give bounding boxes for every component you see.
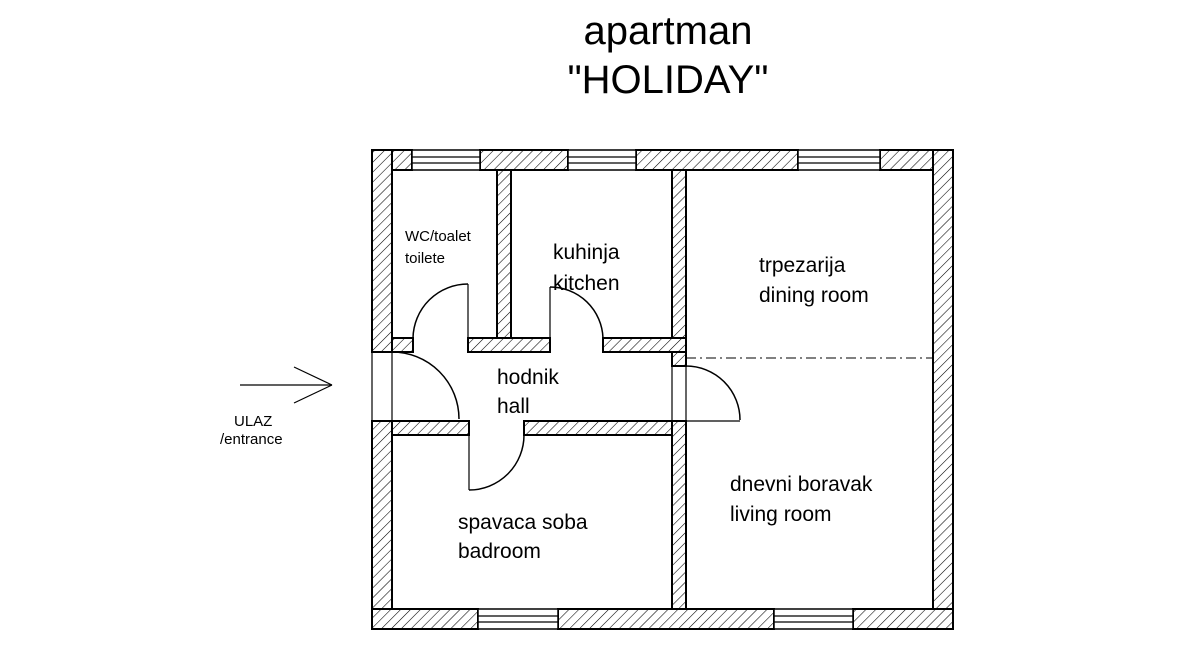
- entrance-opening: [371, 352, 393, 421]
- entrance-arrow-icon: [240, 366, 333, 404]
- outer-walls: [371, 149, 954, 630]
- dining-label-line1: trpezarija: [759, 254, 846, 277]
- wc-kitchen-wall: [496, 169, 512, 353]
- bottom-wall-segment: [371, 608, 479, 630]
- living-label-line2: living room: [730, 503, 832, 526]
- hall-top-wall: [467, 337, 551, 353]
- bedroom-living-wall: [671, 420, 687, 610]
- bottom-wall-segment: [852, 608, 954, 630]
- windows: [411, 149, 881, 630]
- living-label-line1: dnevni boravak: [730, 473, 873, 496]
- window-living: [773, 608, 854, 630]
- hall-bottom-wall: [391, 420, 470, 436]
- kitchen-label-line2: kitchen: [553, 272, 620, 295]
- bottom-wall-segment: [557, 608, 775, 630]
- window-dining: [797, 149, 881, 171]
- hall-label-line2: hall: [497, 395, 530, 418]
- wc-label-line2: toilete: [405, 250, 445, 267]
- right-wall: [932, 149, 954, 630]
- dining-label-line2: dining room: [759, 284, 869, 307]
- door-bedroom: [468, 434, 525, 491]
- door-kitchen: [549, 286, 604, 339]
- plan-title-line2: "HOLIDAY": [567, 58, 768, 102]
- top-wall-segment: [635, 149, 799, 171]
- hall-top-wall: [391, 337, 414, 353]
- hall-label-line1: hodnik: [497, 366, 559, 389]
- bedroom-label-line2: badroom: [458, 540, 541, 563]
- kitchen-dining-wall: [671, 169, 687, 367]
- kitchen-label-line1: kuhinja: [553, 241, 620, 264]
- left-wall-upper: [371, 149, 393, 353]
- window-kitchen: [567, 149, 637, 171]
- hall-top-wall: [602, 337, 687, 353]
- window-wc: [411, 149, 481, 171]
- entrance-label-line2: /entrance: [220, 431, 283, 448]
- window-bedroom: [477, 608, 559, 630]
- top-wall-segment: [479, 149, 569, 171]
- door-wc: [412, 283, 469, 339]
- door-living: [685, 365, 741, 421]
- door-entrance: [391, 351, 460, 420]
- wc-label-line1: WC/toalet: [405, 228, 472, 245]
- bedroom-label-line1: spavaca soba: [458, 511, 588, 534]
- hall-living-opening: [671, 366, 740, 422]
- left-wall-lower: [371, 420, 393, 630]
- entrance-label-line1: ULAZ: [234, 413, 272, 430]
- hall-bottom-wall: [523, 420, 687, 436]
- plan-title-line1: apartman: [584, 9, 753, 53]
